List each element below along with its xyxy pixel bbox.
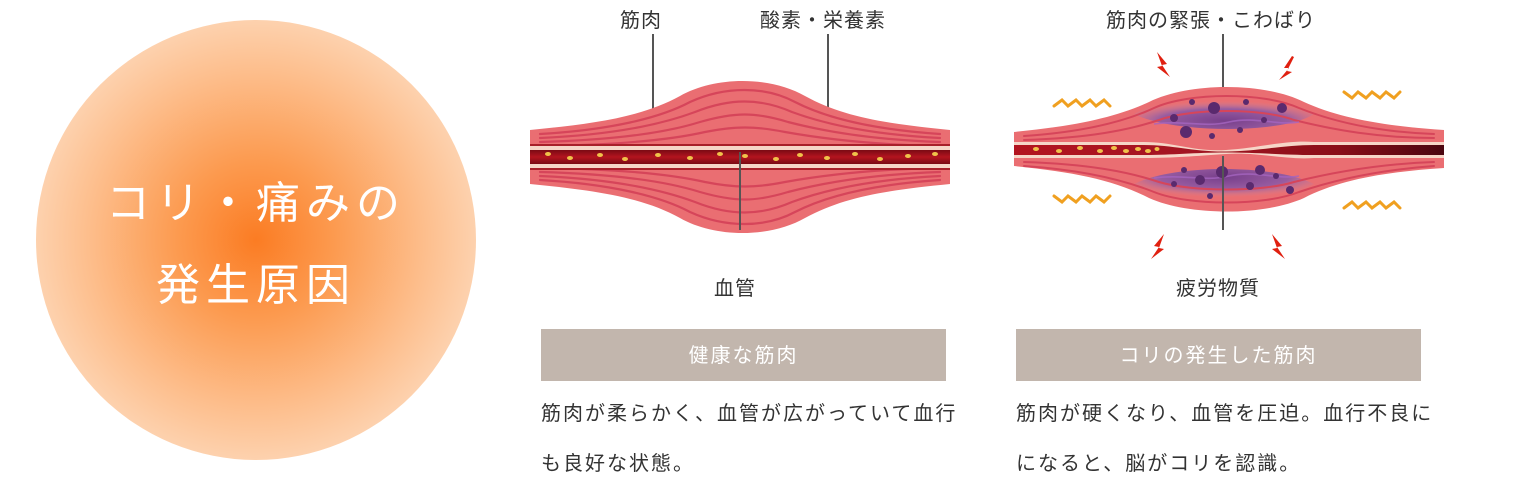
label-muscle: 筋肉 — [620, 8, 662, 32]
description-healthy: 筋肉が柔らかく、血管が広がっていて血行も良好な状態。 — [541, 401, 958, 475]
healthy-nutrients — [545, 152, 938, 161]
leader-tension — [1222, 34, 1224, 122]
healthy-muscle-fibers — [538, 88, 942, 226]
leader-oxygen — [827, 34, 829, 156]
label-vessel: 血管 — [714, 276, 756, 300]
stiff-vessel — [1014, 145, 1444, 155]
caption-stiff: コリの発生した筋肉 — [1016, 329, 1421, 381]
leader-muscle — [652, 34, 654, 124]
title-circle — [36, 20, 476, 460]
stiff-muscle-fibers — [1023, 95, 1435, 204]
title-line-1: コリ・痛みの — [106, 178, 406, 229]
zigzag-icon — [1052, 90, 1402, 210]
leader-vessel — [739, 152, 741, 230]
stiff-nutrients — [1033, 146, 1160, 153]
label-fatigue-substance: 疲労物質 — [1176, 276, 1260, 300]
label-oxygen-nutrients: 酸素・栄養素 — [760, 8, 886, 32]
caption-healthy: 健康な筋肉 — [541, 329, 946, 381]
description-stiff: 筋肉が硬くなり、血管を圧迫。血行不良にになると、脳がコリを認識。 — [1016, 401, 1434, 475]
label-tension-stiffness: 筋肉の緊張・こわばり — [1106, 8, 1316, 32]
diagram-title: コリ・痛みの 発生原因 — [36, 163, 476, 327]
stiff-muscle-illustration — [1014, 52, 1444, 259]
leader-fatigue — [1222, 156, 1224, 230]
lightning-bolt-icon — [1151, 52, 1294, 259]
title-line-2: 発生原因 — [156, 260, 356, 311]
